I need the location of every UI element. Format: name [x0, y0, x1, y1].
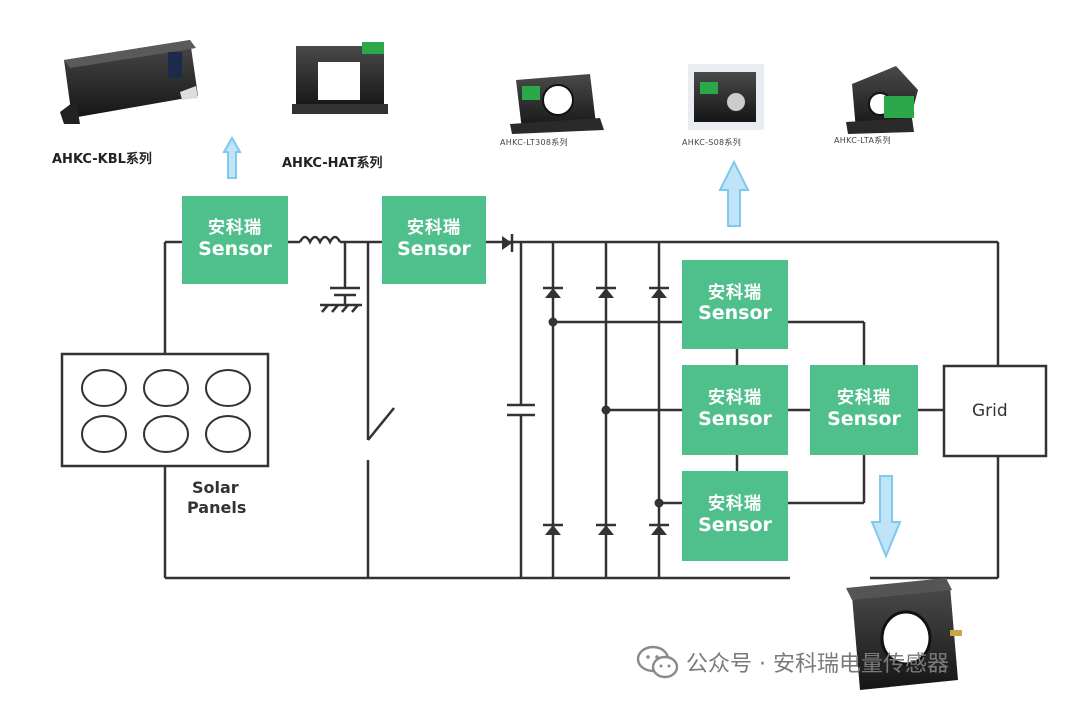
solar-panel [60, 352, 270, 468]
sensor-en-label: Sensor [827, 407, 901, 430]
sensor-block-2: 安科瑞 Sensor [382, 196, 486, 284]
sensor-cn-label: 安科瑞 [708, 282, 762, 303]
grid-box [942, 364, 1048, 458]
product-image-hat [292, 42, 388, 114]
sensor-en-label: Sensor [397, 237, 471, 260]
sensor-cn-label: 安科瑞 [708, 494, 762, 515]
product-image-bottom [846, 578, 962, 690]
sensor-cn-label: 安科瑞 [407, 218, 461, 239]
sensor-block-3: 安科瑞 Sensor [682, 260, 788, 349]
wechat-icon [636, 645, 679, 679]
grid-label: Grid [972, 401, 1008, 421]
sensor-block-4: 安科瑞 Sensor [682, 365, 788, 455]
sensor-cn-label: 安科瑞 [837, 388, 891, 409]
arrow-icon-up-left [222, 135, 242, 179]
diode-icons [502, 236, 667, 535]
sensor-en-label: Sensor [698, 513, 772, 536]
product-image-kbl [60, 40, 198, 124]
sensor-en-label: Sensor [698, 302, 772, 325]
sensor-cn-label: 安科瑞 [208, 218, 262, 239]
solar-label-line1: Solar [192, 478, 239, 497]
sensor-block-1: 安科瑞 Sensor [182, 196, 288, 284]
sensor-block-5: 安科瑞 Sensor [682, 471, 788, 561]
product-label-hat: AHKC-HAT系列 [282, 156, 383, 171]
watermark: 公众号 · 安科瑞电量传感器 [636, 644, 949, 680]
junction-dots [548, 317, 664, 508]
arrow-icon-up-middle [718, 159, 750, 227]
product-label-kbl: AHKC-KBL系列 [52, 152, 152, 167]
sensor-en-label: Sensor [698, 407, 772, 430]
arrow-icon-down-right [870, 475, 902, 559]
product-label-lta: AHKC-LTA系列 [834, 136, 891, 145]
product-label-lt: AHKC-LT308系列 [500, 138, 568, 147]
sensor-cn-label: 安科瑞 [708, 388, 762, 409]
sensor-block-6: 安科瑞 Sensor [810, 365, 918, 455]
sensor-en-label: Sensor [198, 237, 272, 260]
product-label-s: AHKC-S08系列 [682, 138, 742, 147]
solar-label-line2: Panels [187, 498, 247, 517]
product-image-s [688, 64, 764, 130]
product-image-lt [510, 74, 604, 134]
product-image-lta [846, 66, 918, 134]
watermark-text: 公众号 · 安科瑞电量传感器 [686, 652, 949, 677]
